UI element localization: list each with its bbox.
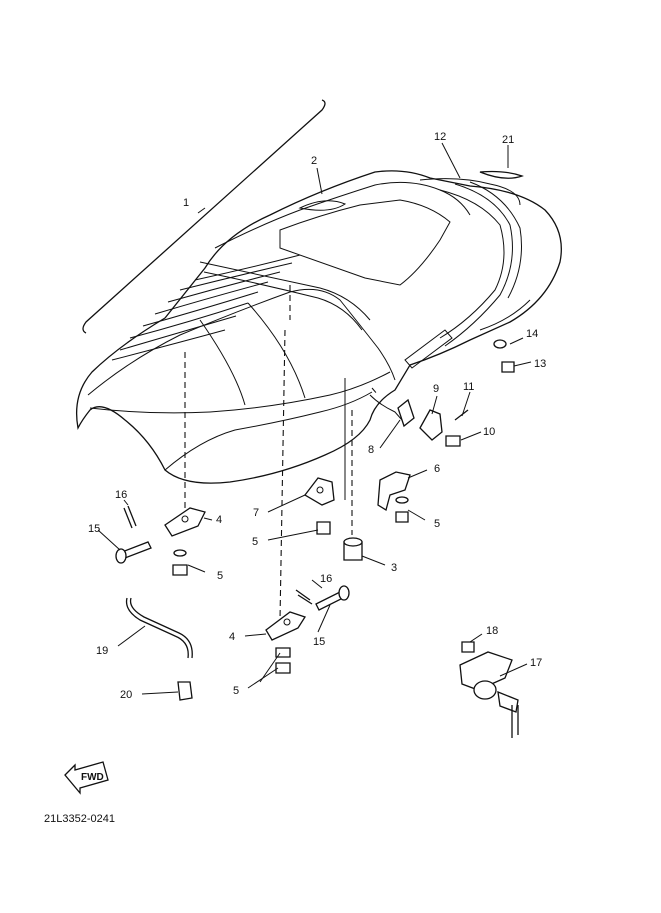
leader-lines bbox=[97, 142, 532, 695]
nuts-5-right bbox=[395, 496, 409, 523]
callout-12: 12 bbox=[434, 131, 446, 143]
stay-19 bbox=[125, 597, 193, 659]
seat-assembly-bracket bbox=[82, 99, 326, 334]
screw-18 bbox=[461, 641, 475, 653]
callout-21: 21 bbox=[502, 134, 514, 146]
callout-15-lower: 15 bbox=[313, 636, 325, 648]
emblem-21 bbox=[479, 145, 524, 179]
nuts-5-lower bbox=[275, 647, 291, 674]
callout-4-lower: 4 bbox=[229, 631, 235, 643]
fwd-arrow: FWD bbox=[64, 761, 109, 795]
nut-13 bbox=[501, 361, 515, 373]
screw-10 bbox=[445, 435, 461, 447]
callout-2: 2 bbox=[311, 155, 317, 167]
callout-5-right: 5 bbox=[434, 518, 440, 530]
callout-5-upper: 5 bbox=[217, 570, 223, 582]
nut-5-mid bbox=[316, 521, 331, 535]
callout-16-lower: 16 bbox=[320, 573, 332, 585]
fwd-label: FWD bbox=[81, 772, 104, 783]
alignment-lines bbox=[184, 285, 379, 621]
bolt-15-lower bbox=[315, 585, 350, 611]
hook-6 bbox=[377, 471, 411, 512]
seat-lock-17 bbox=[459, 651, 519, 738]
callout-5-lower: 5 bbox=[233, 685, 239, 697]
clamp-20 bbox=[177, 681, 193, 701]
callout-8: 8 bbox=[368, 444, 374, 456]
callout-3: 3 bbox=[391, 562, 397, 574]
callout-6: 6 bbox=[434, 463, 440, 475]
callout-17: 17 bbox=[530, 657, 542, 669]
bolt-15-upper bbox=[115, 541, 152, 564]
callout-14: 14 bbox=[526, 328, 538, 340]
callout-20: 20 bbox=[120, 689, 132, 701]
callout-11: 11 bbox=[463, 381, 474, 393]
link-8 bbox=[397, 398, 415, 428]
diagram-code: 21L3352-0241 bbox=[44, 813, 115, 825]
callout-1: 1 bbox=[183, 197, 189, 209]
washer-14 bbox=[493, 339, 507, 349]
bracket-9 bbox=[419, 409, 443, 441]
seat-body bbox=[75, 170, 562, 484]
callout-7: 7 bbox=[253, 507, 259, 519]
callout-5-mid: 5 bbox=[252, 536, 258, 548]
callout-labels: 1 2 3 4 4 5 5 5 5 6 7 8 9 10 11 12 13 14… bbox=[88, 131, 546, 701]
callout-4-upper: 4 bbox=[216, 514, 222, 526]
clip-11 bbox=[454, 409, 469, 421]
pin-16-upper bbox=[123, 505, 137, 529]
pin-16-lower bbox=[295, 589, 313, 605]
callout-18: 18 bbox=[486, 625, 498, 637]
callout-16-upper: 16 bbox=[115, 489, 127, 501]
hinge-4-upper bbox=[164, 507, 206, 537]
nuts-5-upper bbox=[172, 549, 188, 576]
bracket-7 bbox=[304, 477, 335, 506]
callout-19: 19 bbox=[96, 645, 108, 657]
callout-15-upper: 15 bbox=[88, 523, 100, 535]
callout-9: 9 bbox=[433, 383, 439, 395]
hinge-4-lower bbox=[265, 611, 306, 641]
callout-10: 10 bbox=[483, 426, 495, 438]
damper-3 bbox=[343, 537, 363, 561]
callout-13: 13 bbox=[534, 358, 546, 370]
